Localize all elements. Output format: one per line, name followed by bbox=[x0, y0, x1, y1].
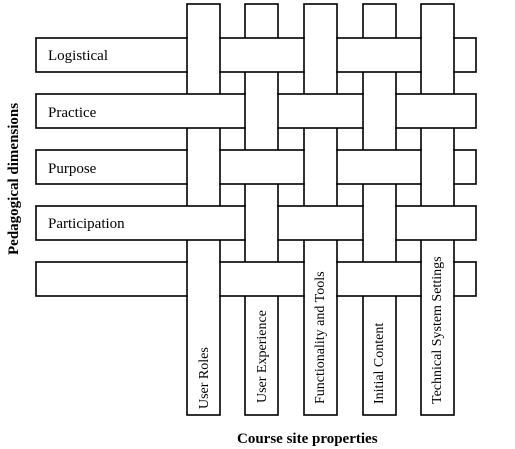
weave-over-cell bbox=[363, 93, 396, 129]
weave-over-cell bbox=[304, 261, 337, 297]
weave-over-cell bbox=[421, 261, 454, 297]
row-label-participation: Participation bbox=[48, 216, 125, 232]
column-label-functionality-and-tools: Functionality and Tools bbox=[313, 271, 328, 404]
row-label-purpose: Purpose bbox=[48, 161, 97, 177]
weave-over-cell bbox=[245, 93, 278, 129]
column-label-technical-system-settings: Technical System Settings bbox=[430, 256, 445, 404]
y-axis-label: Pedagogical dimensions bbox=[6, 103, 22, 255]
weave-over-cell bbox=[421, 37, 454, 73]
x-axis-label: Course site properties bbox=[237, 431, 378, 447]
column-label-initial-content: Initial Content bbox=[372, 323, 387, 404]
weave-labels: Logistical Practice Purpose Participatio… bbox=[6, 48, 445, 447]
weave-over-cell bbox=[421, 149, 454, 185]
row-band-5 bbox=[35, 261, 477, 297]
weave-over-cell bbox=[304, 149, 337, 185]
weave-bands bbox=[35, 3, 477, 416]
row-band-3 bbox=[35, 149, 477, 185]
row-band-1 bbox=[35, 37, 477, 73]
row-label-practice: Practice bbox=[48, 105, 97, 121]
column-label-user-roles: User Roles bbox=[197, 347, 212, 409]
weave-over-cell bbox=[245, 205, 278, 241]
weave-over-cell bbox=[363, 205, 396, 241]
weave-over-cell bbox=[304, 37, 337, 73]
weave-over-cell bbox=[187, 149, 220, 185]
row-label-logistical: Logistical bbox=[48, 48, 108, 64]
weave-over-cell bbox=[187, 261, 220, 297]
weave-over-cell bbox=[187, 37, 220, 73]
column-label-user-experience: User Experience bbox=[255, 310, 270, 403]
